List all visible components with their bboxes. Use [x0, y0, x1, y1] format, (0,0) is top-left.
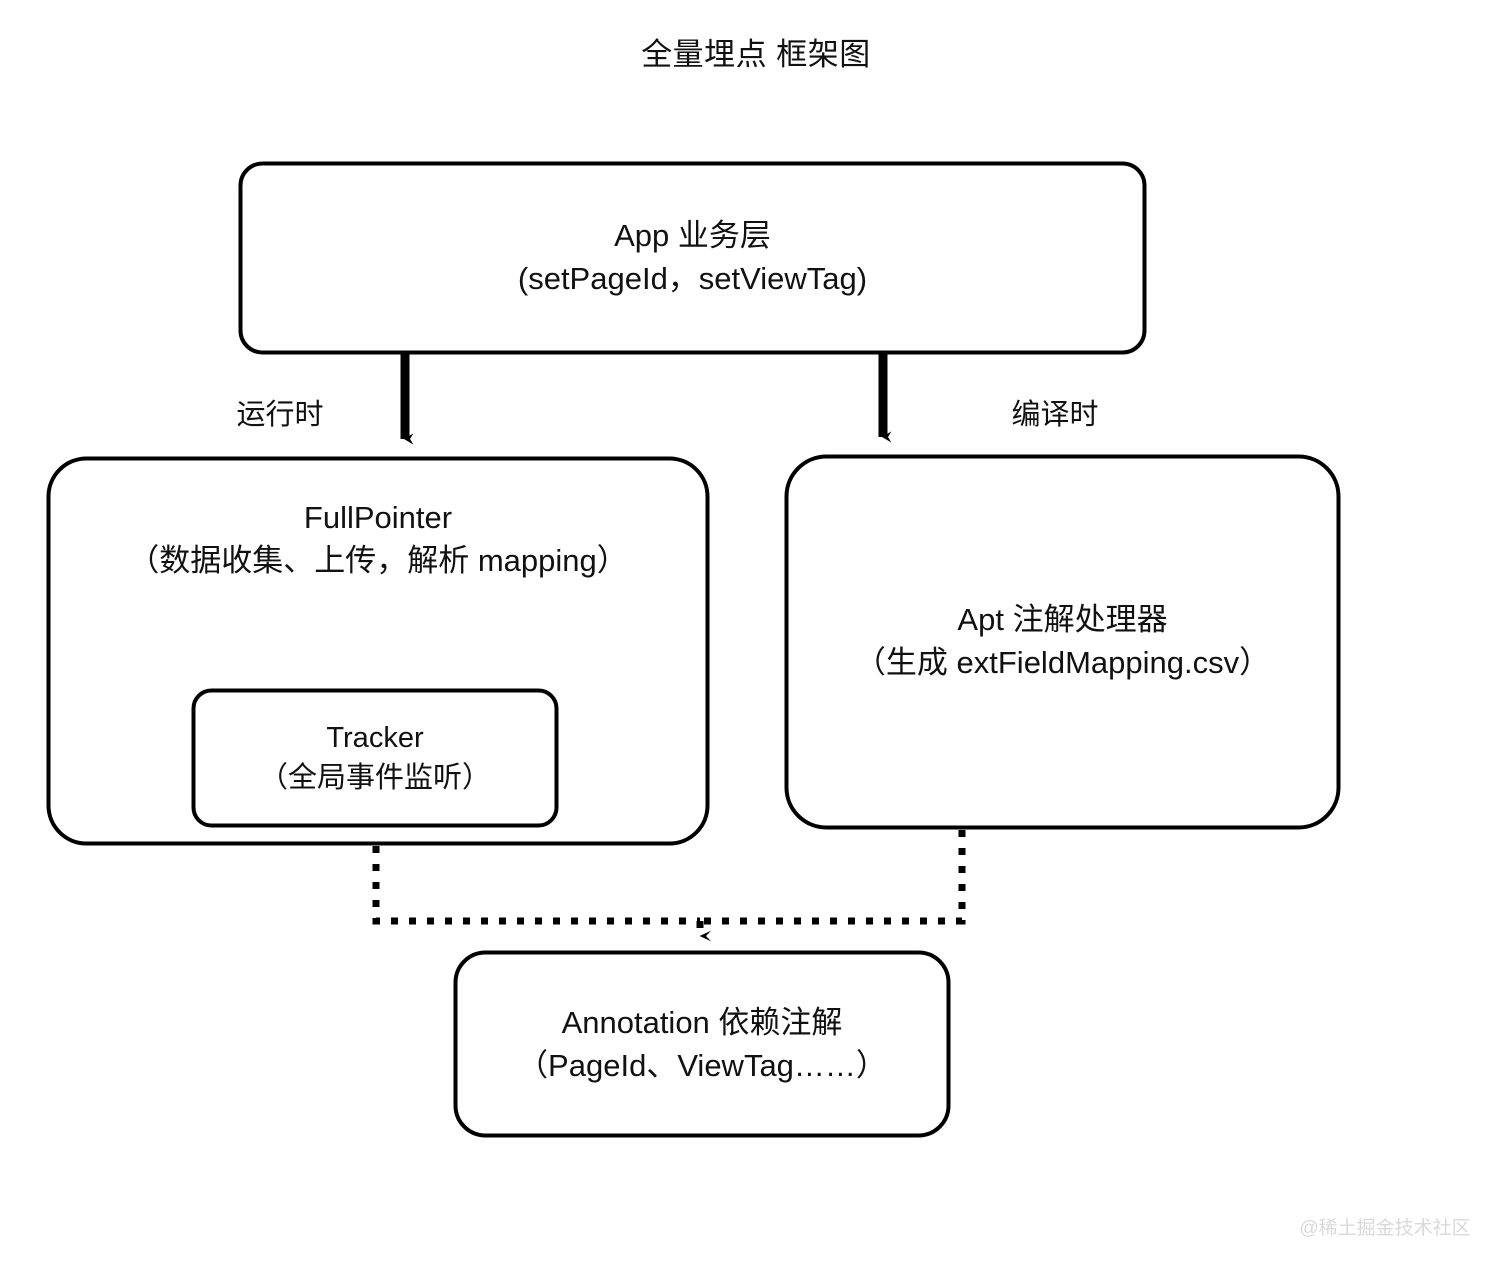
box-tracker: [191, 688, 559, 828]
node-title-app-layer: App 业务层: [614, 218, 771, 254]
node-detail-full-pointer: （数据收集、上传，解析 mapping）: [128, 543, 628, 578]
node-label-annotation: Annotation 依赖注解 （PageId、ViewTag……）: [455, 953, 949, 1136]
edge-label-compiletime: 编译时: [1011, 399, 1099, 431]
node-label-apt: Apt 注解处理器 （生成 extFieldMapping.csv）: [786, 562, 1339, 722]
box-annotation: [453, 950, 951, 1138]
dotted-fullpointer-to-bus: [372, 846, 700, 925]
watermark: @稀土掘金技术社区: [1299, 1218, 1471, 1239]
node-label-full-pointer: FullPointer （数据收集、上传，解析 mapping）: [48, 485, 708, 595]
node-title-annotation: Annotation 依赖注解: [561, 1004, 843, 1040]
edge-label-runtime: 运行时: [236, 399, 324, 431]
node-label-app-layer: App 业务层 (setPageId，setViewTag): [240, 163, 1145, 353]
node-detail-annotation: （PageId、ViewTag……）: [517, 1047, 887, 1083]
box-app-layer: [238, 161, 1147, 355]
node-label-tracker: Tracker （全局事件监听）: [193, 690, 557, 826]
box-apt: [784, 454, 1341, 830]
node-detail-tracker: （全局事件监听）: [258, 762, 491, 794]
node-title-tracker: Tracker: [326, 721, 424, 754]
node-detail-apt: （生成 extFieldMapping.csv）: [854, 645, 1271, 680]
dotted-apt-to-bus: [700, 830, 966, 925]
node-title-apt: Apt 注解处理器: [957, 602, 1168, 638]
node-detail-app-layer: (setPageId，setViewTag): [517, 261, 868, 296]
node-title-full-pointer: FullPointer: [303, 500, 453, 536]
page-title: 全量埋点 框架图: [641, 37, 871, 72]
